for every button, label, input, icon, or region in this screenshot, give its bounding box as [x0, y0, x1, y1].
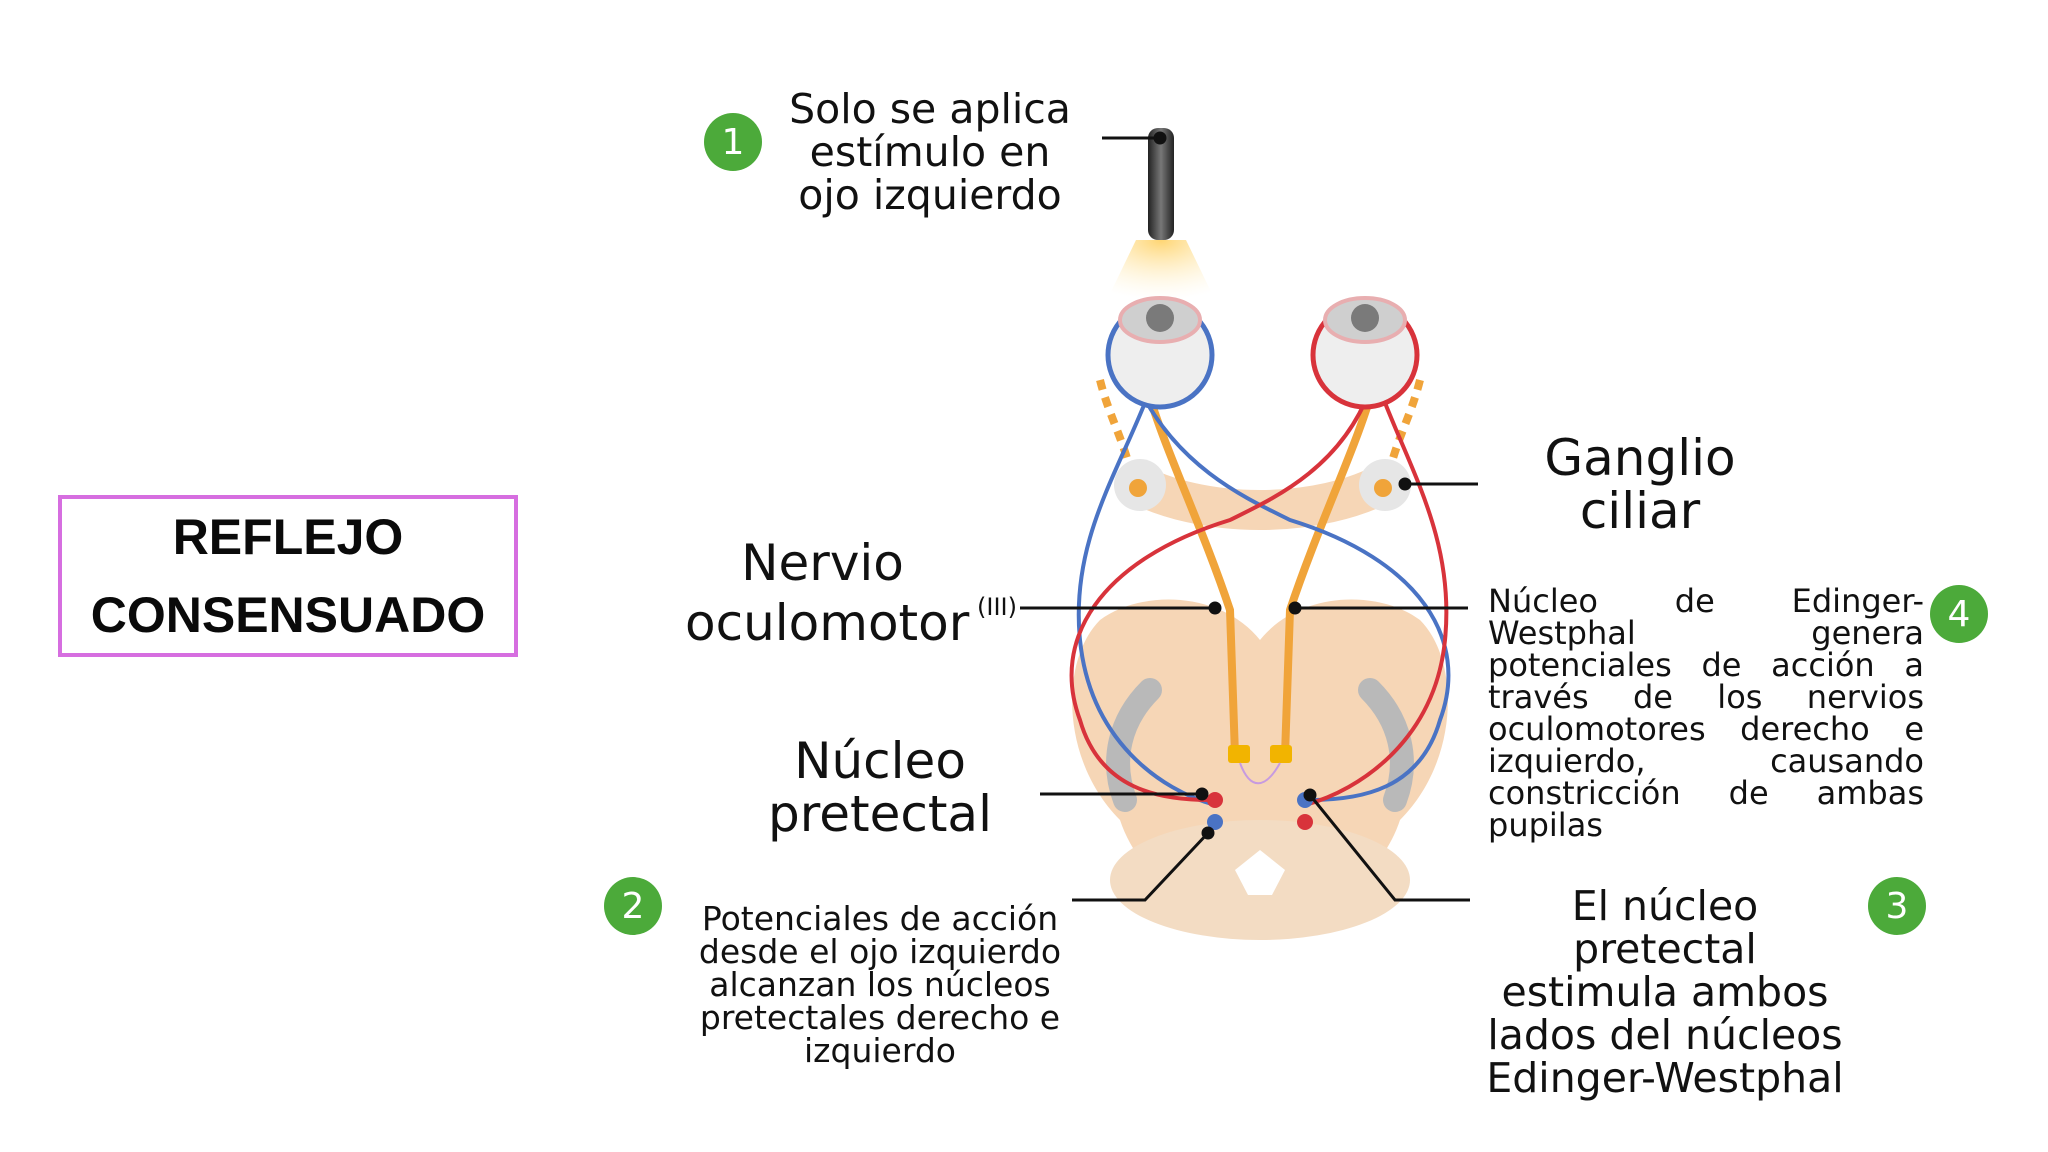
step-badge-1: 1 — [704, 113, 762, 171]
light-source-icon — [1107, 128, 1215, 300]
oculomotor-line-2: oculomotor — [685, 594, 970, 652]
step4-line-8: pupilas — [1488, 806, 1603, 844]
pretectal-label: Núcleo pretectal — [740, 735, 1020, 840]
brainstem-tissue — [1072, 599, 1448, 940]
optic-pathways — [1069, 389, 1451, 807]
right-eye-icon — [1310, 296, 1420, 410]
step-badge-3: 3 — [1868, 877, 1926, 935]
step4-line-7: constricción de ambas — [1488, 774, 1924, 812]
ciliary-line-1: Ganglio — [1544, 429, 1736, 487]
step4-line-3: potenciales de acción a — [1488, 646, 1924, 684]
oculomotor-line-1: Nervio — [741, 534, 904, 592]
leader-lines — [1020, 131, 1478, 902]
oculomotor-number: (III) — [977, 593, 1017, 621]
title-line-1: REFLEJO — [172, 509, 404, 565]
step2-line-1: Potenciales de acción — [701, 899, 1059, 938]
step3-line-3: lados del núcleos — [1487, 1011, 1843, 1060]
step4-line-1: Núcleo de Edinger- — [1488, 582, 1924, 620]
title-line-2: CONSENSUADO — [90, 587, 486, 643]
pretectal-line-2: pretectal — [768, 784, 992, 843]
step4-line-6: izquierdo, causando — [1488, 742, 1924, 780]
title-box: REFLEJO CONSENSUADO — [58, 495, 518, 657]
step2-line-3: alcanzan los núcleos — [709, 965, 1051, 1004]
step3-line-4: Edinger-Westphal — [1486, 1054, 1844, 1103]
step2-text: Potenciales de acción desde el ojo izqui… — [680, 902, 1080, 1067]
pretectal-nuclei — [1207, 792, 1313, 830]
step-badge-2: 2 — [604, 877, 662, 935]
step2-line-5: izquierdo — [804, 1031, 956, 1070]
step4-text: Núcleo de Edinger- Westphal genera poten… — [1488, 585, 1924, 841]
step4-line-4: través de los nervios — [1488, 678, 1924, 716]
ciliary-ganglion-left — [1114, 459, 1166, 511]
step4-line-5: oculomotores derecho e — [1488, 710, 1924, 748]
step4-line-2: Westphal genera — [1488, 614, 1924, 652]
step2-line-2: desde el ojo izquierdo — [698, 932, 1062, 971]
stimulus-label: Solo se aplica estímulo en ojo izquierdo — [780, 85, 1080, 220]
left-eye-icon — [1105, 296, 1215, 410]
step-badge-4: 4 — [1930, 585, 1988, 643]
step3-text: El núcleo pretectal estimula ambos lados… — [1480, 882, 1850, 1103]
step2-line-4: pretectales derecho e — [699, 998, 1061, 1037]
step3-line-1: El núcleo pretectal — [1571, 882, 1759, 974]
stimulus-line-2: estímulo en — [809, 128, 1051, 177]
stimulus-line-1: Solo se aplica — [789, 85, 1071, 133]
stimulus-line-3: ojo izquierdo — [798, 171, 1062, 220]
ciliary-ganglion-label: Ganglio ciliar — [1510, 432, 1770, 537]
ciliary-line-2: ciliar — [1579, 481, 1701, 540]
oculomotor-label: Nervio oculomotor — [685, 533, 970, 653]
ciliary-ganglion-right — [1359, 459, 1411, 511]
step3-line-2: estimula ambos — [1501, 968, 1829, 1017]
edinger-westphal-nuclei — [1228, 745, 1292, 784]
pretectal-line-1: Núcleo — [794, 732, 966, 790]
